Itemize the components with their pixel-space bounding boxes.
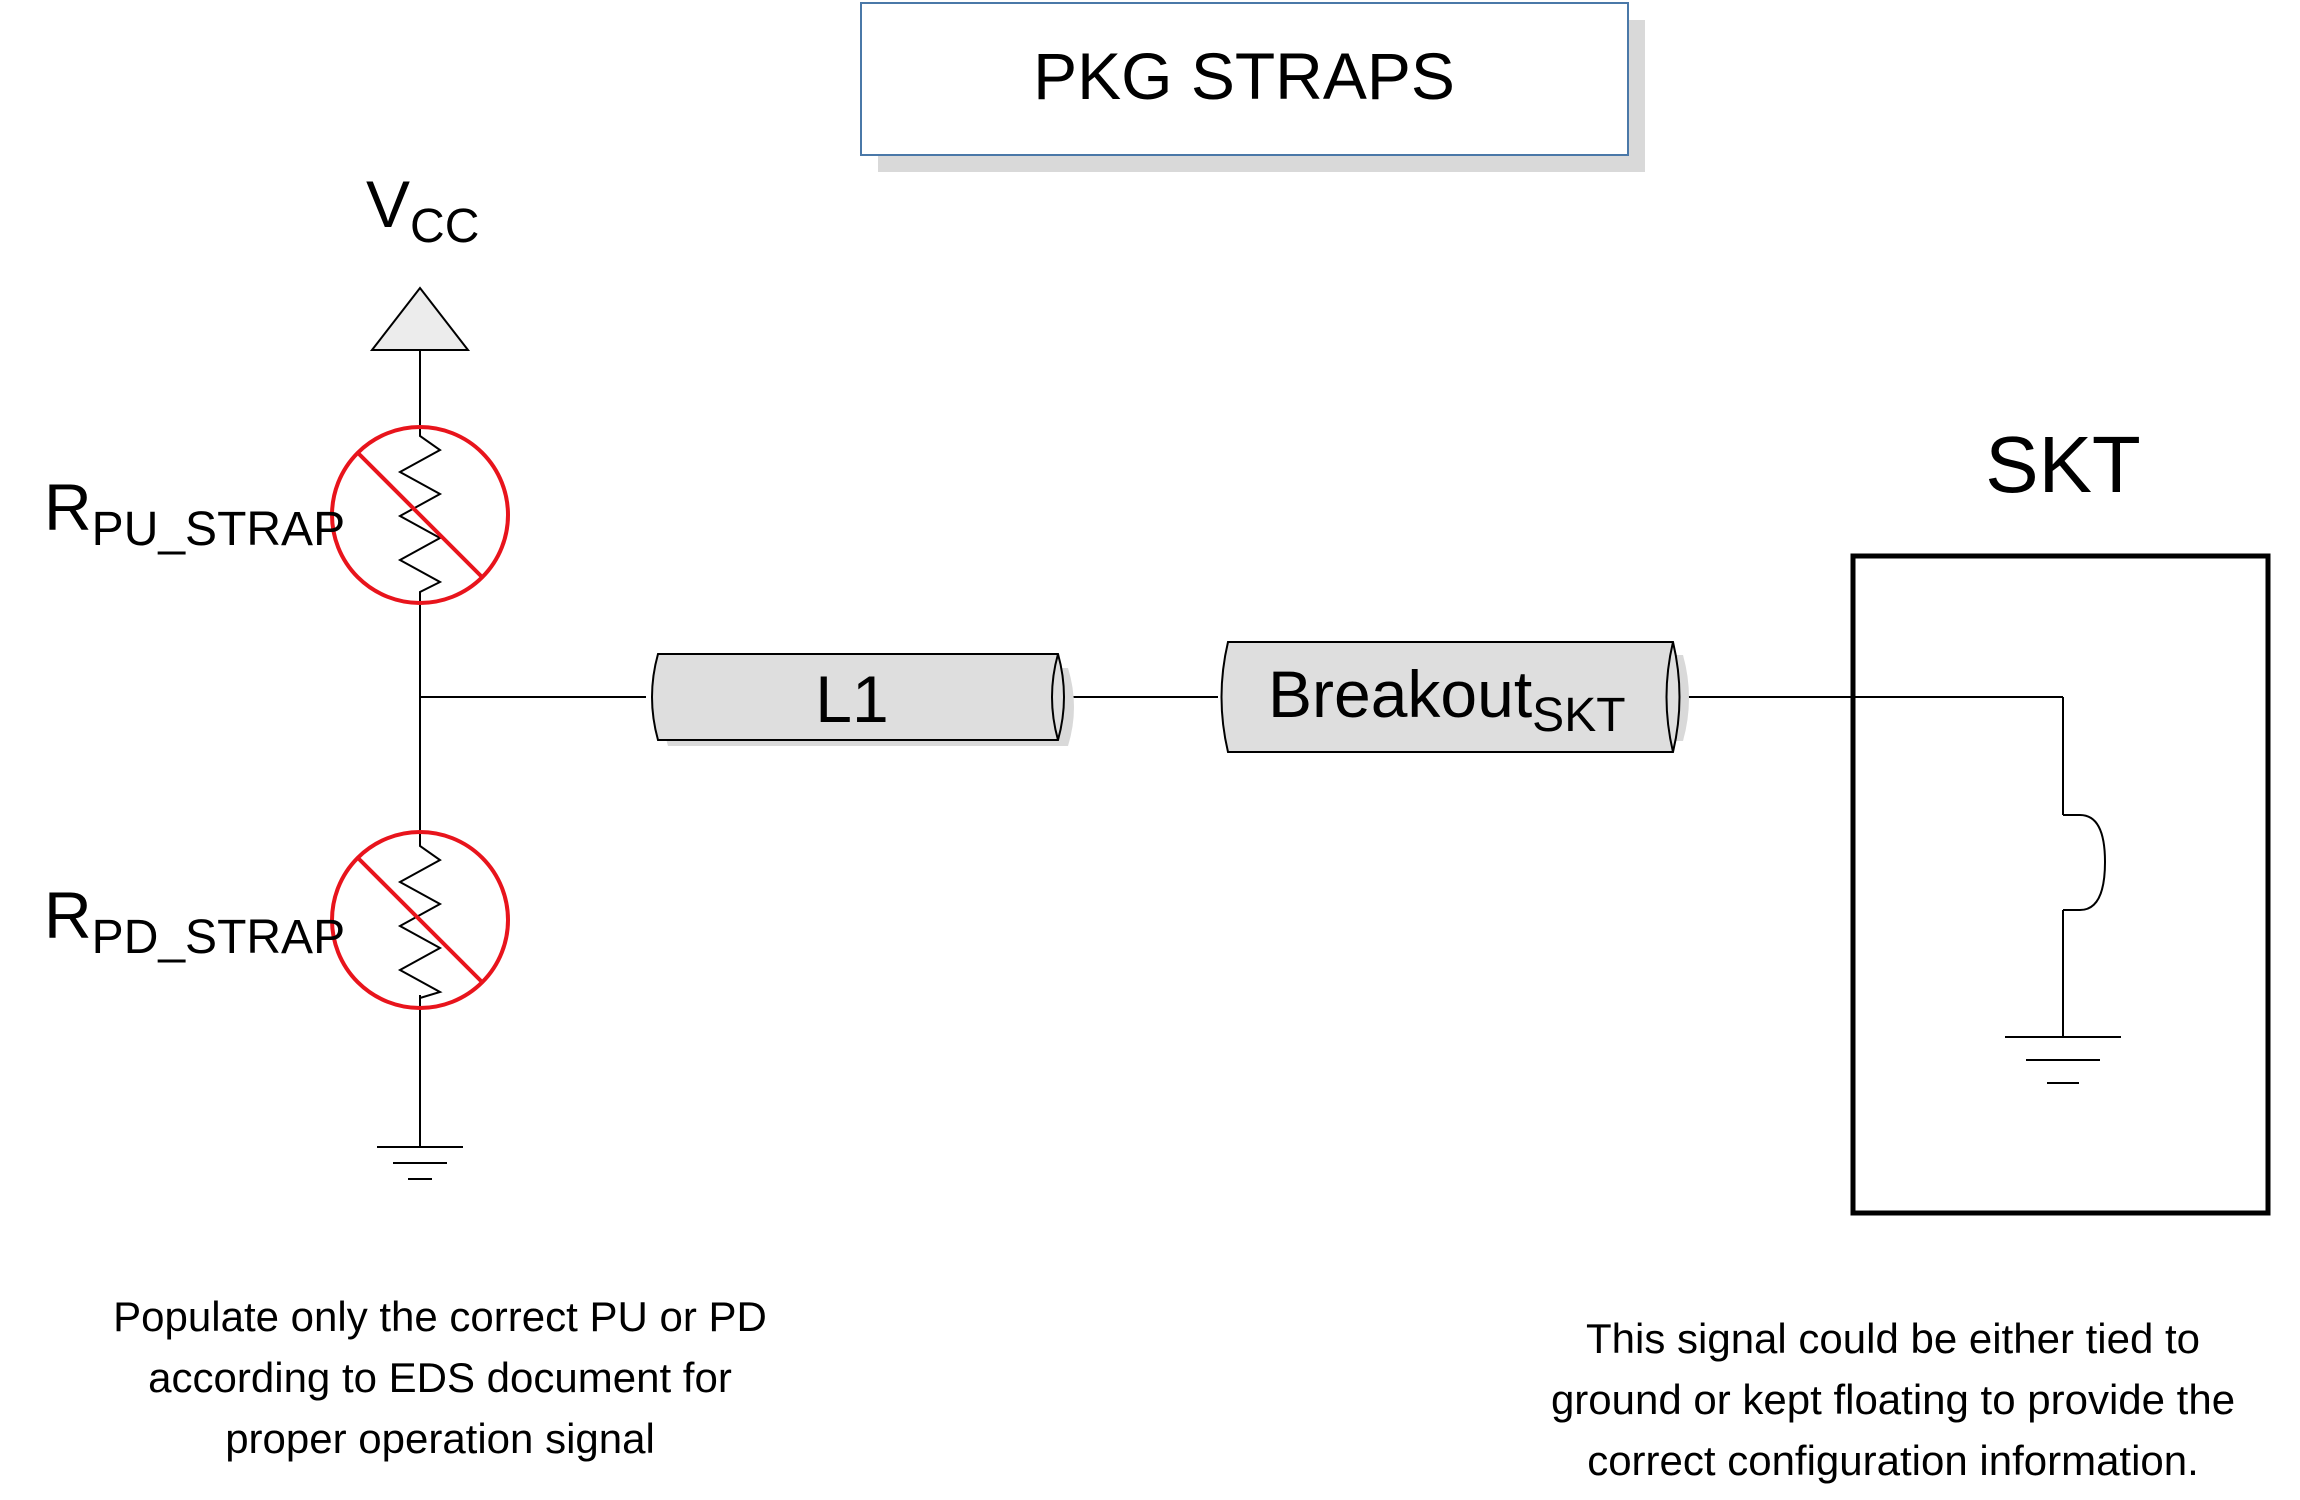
trace-breakout: BreakoutSKT xyxy=(1220,641,1689,753)
socket-box xyxy=(1850,553,2271,1216)
pullup-not-populated-icon xyxy=(330,425,510,605)
pullup-label: RPU_STRAP xyxy=(44,470,345,556)
pulldown-resistor-zigzag xyxy=(397,815,443,1000)
pullup-resistor-zigzag xyxy=(397,425,443,605)
trace-breakout-end xyxy=(1665,641,1674,753)
note-left-line1: Populate only the correct PU or PD xyxy=(113,1293,767,1340)
socket-label: SKT xyxy=(1985,420,2141,509)
ground-icon-left xyxy=(377,1146,463,1180)
note-left-line3: proper operation signal xyxy=(225,1415,655,1462)
note-left-line2: according to EDS document for xyxy=(148,1354,732,1401)
pullup-resistor xyxy=(330,425,510,605)
note-right-line1: This signal could be either tied to xyxy=(1586,1315,2200,1362)
trace-l1-end xyxy=(1051,653,1059,741)
trace-l1: L1 xyxy=(651,653,1074,746)
title-box: PKG STRAPS xyxy=(860,2,1645,172)
pulldown-label: RPD_STRAP xyxy=(44,878,345,964)
vcc-power-icon xyxy=(369,286,471,351)
pulldown-strike-line xyxy=(356,856,484,984)
title-frame xyxy=(860,2,1629,156)
note-right-line2: ground or kept floating to provide the xyxy=(1551,1376,2235,1423)
title-text: PKG STRAPS xyxy=(1033,39,1455,113)
vcc-label: VCC xyxy=(366,167,479,253)
pullup-strike-line xyxy=(356,451,484,579)
note-right: This signal could be either tied to grou… xyxy=(1551,1315,2235,1484)
pulldown-resistor xyxy=(330,815,510,1010)
trace-l1-label: L1 xyxy=(815,662,888,736)
ground-icon-socket xyxy=(2005,1036,2121,1084)
note-right-line3: correct configuration information. xyxy=(1587,1437,2199,1484)
pulldown-not-populated-icon xyxy=(330,830,510,1010)
note-left: Populate only the correct PU or PD accor… xyxy=(113,1293,767,1462)
socket-pin-icon xyxy=(2063,814,2107,911)
signal-wires xyxy=(420,696,2064,1037)
trace-breakout-label: BreakoutSKT xyxy=(1268,657,1626,742)
